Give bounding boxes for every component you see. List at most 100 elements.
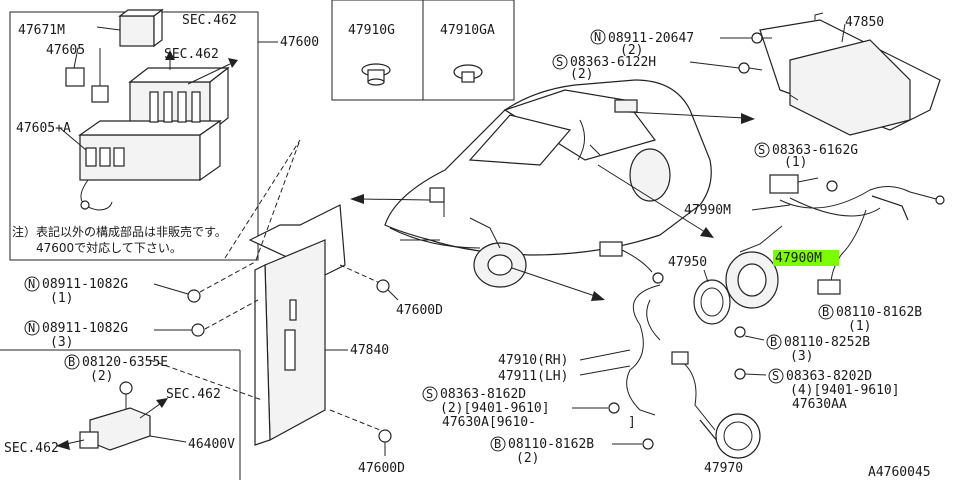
label-sec462-c: SEC.462 [166, 387, 221, 402]
front-sensor-group: 47910(RH) 47911(LH) S 08363-8162D (2)[94… [422, 241, 761, 476]
label-sec462-b: SEC.462 [164, 47, 219, 62]
label-47910rh: 47910(RH) [498, 353, 568, 368]
note-line-1: 注）表記以外の構成部品は非販売です。 [12, 224, 227, 239]
label-sec462-d: SEC.462 [4, 441, 59, 456]
bracket-47840-group: 47840 47600D 47600D [149, 139, 443, 476]
symbol-n-1-text: N [594, 30, 601, 44]
label-08363-8202d-qty: (4)[9401-9610] [790, 383, 900, 398]
tone-ring-47970-drawing [715, 413, 761, 459]
car-drawing [384, 79, 712, 288]
nut-08911-1082g-b [191, 323, 205, 337]
label-08363-8162d: 08363-8162D [440, 387, 526, 402]
label-47840: 47840 [350, 343, 389, 358]
symbol-b-2 [766, 334, 782, 350]
label-08110-8162b-top: 08110-8162B [836, 305, 922, 320]
label-47630aa: 47630AA [792, 397, 847, 412]
symbol-s-4 [422, 386, 438, 402]
nut-08911-1082g-a [187, 289, 201, 303]
actuator-inset: 47671M 47605 SEC.462 SEC.462 47600 47605… [9, 8, 319, 261]
label-08120-6355e-qty: (2) [90, 369, 113, 384]
label-08363-6122h-qty: (2) [570, 67, 593, 82]
sensor-46400v-drawing [79, 407, 151, 451]
label-08110-8162b-top-qty: (1) [848, 319, 871, 334]
bolt-08110-8252b [734, 326, 746, 338]
label-08911-1082g-b-qty: (3) [50, 335, 73, 350]
label-47970: 47970 [704, 461, 743, 476]
bolt-47600d-b [378, 429, 392, 456]
symbol-b-1 [818, 304, 834, 320]
bolt-08363-6162g [826, 180, 838, 192]
label-47910ga: 47910GA [440, 23, 495, 38]
label-47600d-a: 47600D [396, 303, 443, 318]
symbol-s-3-text: S [772, 369, 779, 383]
bolt-47600d-a [376, 279, 399, 301]
wheel-sensor-group: 47900M 47950 B 08110-8252B (3) S 08363-8… [668, 225, 900, 412]
bolt-08110-8162b [642, 438, 654, 450]
symbol-b-3-text: B [494, 437, 501, 451]
label-08911-1082g-b: 08911-1082G [42, 321, 128, 336]
label-08363-8202d: 08363-8202D [786, 369, 872, 384]
label-47911lh: 47911(LH) [498, 369, 568, 384]
symbol-s-2 [754, 142, 770, 158]
harness-connector-bottom [817, 279, 841, 295]
label-47900m: 47900M [775, 251, 822, 266]
label-08120-6355e: 08120-6355E [82, 355, 168, 370]
label-08110-8162b-bot: 08110-8162B [508, 437, 594, 452]
module-47850-group: 47850 N 08911-20647 (2) S 08363-6122H (2… [552, 12, 941, 136]
label-08110-8252b: 08110-8252B [784, 335, 870, 350]
actuator-drawing [65, 8, 238, 211]
symbol-n-3 [24, 320, 40, 336]
bolt-08363-6122h [738, 62, 763, 74]
bolt-08363-8202d [734, 368, 746, 380]
symbol-b-1-text: B [822, 305, 829, 319]
car-arrows [350, 111, 755, 301]
label-08911-1082g-a-qty: (1) [50, 291, 73, 306]
sensor-46400v-inset: B 08120-6355E (2) SEC.462 SEC.462 46400V [0, 349, 241, 480]
label-08363-6162g: 08363-6162G [772, 143, 858, 158]
symbol-s-1-text: S [556, 55, 563, 69]
sensor-harness-group: S 08363-6162G (1) 47990M B 08110-8162B (… [684, 142, 945, 334]
label-47910g: 47910G [348, 23, 395, 38]
label-08911-1082g-a: 08911-1082G [42, 277, 128, 292]
bolt-08363-8162d [608, 402, 620, 414]
label-47630a: 47630A[9610- [442, 415, 536, 430]
label-08363-6162g-qty: (1) [784, 155, 807, 170]
label-08110-8252b-qty: (3) [790, 349, 813, 364]
harness-connector-top [769, 174, 799, 194]
label-47850: 47850 [845, 15, 884, 30]
symbol-b-2-text: B [770, 335, 777, 349]
label-47990m: 47990M [684, 203, 731, 218]
label-08911-20647: 08911-20647 [608, 31, 694, 46]
symbol-n-2-text: N [28, 277, 35, 291]
symbol-n-1 [590, 29, 606, 45]
symbol-s-3 [768, 368, 784, 384]
symbol-n-2 [24, 276, 40, 292]
label-08363-6122h: 08363-6122H [570, 55, 656, 70]
label-47950: 47950 [668, 255, 707, 270]
symbol-b-4-text: B [68, 355, 75, 369]
label-08911-20647-qty: (2) [620, 43, 643, 58]
label-47605a: 47605+A [16, 121, 71, 136]
label-08363-8162d-qty: (2)[9401-9610] [440, 401, 550, 416]
label-47671m: 47671M [18, 23, 65, 38]
front-sensor-connector [599, 241, 623, 257]
label-46400v: 46400V [188, 437, 235, 452]
ring-47950-drawing [693, 279, 731, 325]
label-47600: 47600 [280, 35, 319, 50]
label-sec462-a: SEC.462 [182, 13, 237, 28]
clip-boxes: 47910G 47910GA [331, 0, 515, 101]
symbol-b-3 [490, 436, 506, 452]
symbol-b-4 [64, 354, 80, 370]
clip-47910g-drawing [361, 63, 391, 86]
symbol-s-2-text: S [758, 143, 765, 157]
diagram-code: A4760045 [868, 465, 931, 480]
label-47600d-b: 47600D [358, 461, 405, 476]
highlight-47900m [773, 250, 839, 266]
symbol-s-1 [552, 54, 568, 70]
symbol-s-4-text: S [426, 387, 433, 401]
symbol-n-3-text: N [28, 321, 35, 335]
label-47605: 47605 [46, 43, 85, 58]
left-nut-labels: N 08911-1082G (1) N 08911-1082G (3) [24, 276, 128, 350]
